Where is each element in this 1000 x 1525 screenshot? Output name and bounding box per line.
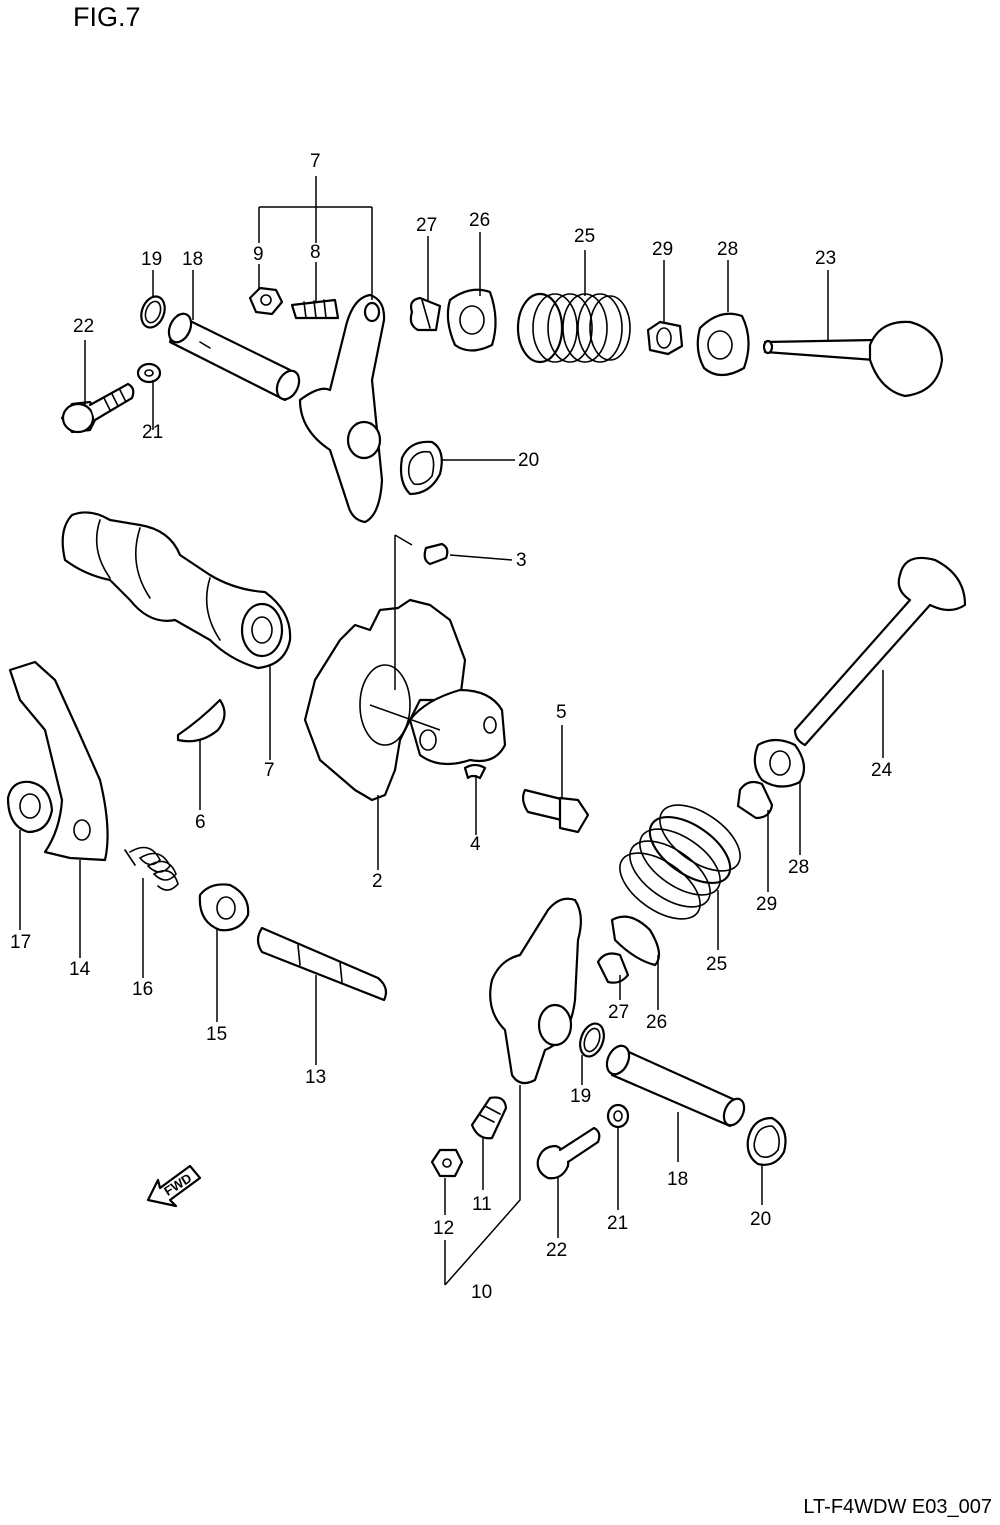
callout-28-top: 28 <box>717 239 738 260</box>
callout-16: 16 <box>132 979 153 1000</box>
callout-15: 15 <box>206 1024 227 1045</box>
fwd-arrow-icon: FWD <box>146 1164 202 1208</box>
decomp-shaft-13 <box>256 926 388 1002</box>
callout-3: 3 <box>516 550 527 571</box>
spring-16 <box>124 846 179 891</box>
callout-11: 11 <box>472 1194 492 1215</box>
washer-21-top <box>136 362 162 384</box>
callout-22-bottom: 22 <box>546 1240 567 1261</box>
rocker-arm-10 <box>489 897 582 1085</box>
cotter-27-top <box>409 296 442 332</box>
sprocket-plate <box>408 688 507 766</box>
callout-20-bottom: 20 <box>750 1209 771 1230</box>
callout-27-bottom: 27 <box>608 1002 629 1023</box>
camshaft-7 <box>61 511 292 670</box>
callout-19-top: 19 <box>141 249 162 270</box>
callout-labels: 7 9 8 19 18 22 21 27 26 25 29 28 23 20 3… <box>10 151 893 1303</box>
callout-21-top: 21 <box>142 422 163 443</box>
rocker-arm-7-top <box>298 293 386 524</box>
callout-13: 13 <box>305 1067 326 1088</box>
callout-14: 14 <box>69 959 91 980</box>
nut-17 <box>6 780 54 834</box>
callout-18-top: 18 <box>182 249 203 270</box>
bolt-22-top <box>60 382 135 434</box>
valve-23 <box>762 320 944 398</box>
callout-24: 24 <box>871 760 893 781</box>
rocker-shaft-18-top <box>167 312 301 402</box>
callout-10: 10 <box>471 1282 492 1303</box>
callout-29-bottom: 29 <box>756 894 777 915</box>
callout-12: 12 <box>433 1218 454 1239</box>
valve-seal-29-top <box>646 320 684 356</box>
callout-21-bottom: 21 <box>607 1213 628 1234</box>
spring-seat-28-bottom <box>753 738 806 788</box>
bushing-15 <box>198 883 250 932</box>
pin-3 <box>423 542 449 566</box>
cotter-27-bottom <box>596 952 630 984</box>
callout-20-top: 20 <box>518 450 539 471</box>
nut-9 <box>248 286 284 316</box>
valve-24 <box>793 556 967 747</box>
callout-19-bottom: 19 <box>570 1086 591 1107</box>
callout-2: 2 <box>372 871 383 892</box>
valve-spring-25-top <box>516 292 631 364</box>
washer-21-bottom <box>606 1103 630 1129</box>
callout-26-bottom: 26 <box>646 1012 667 1033</box>
clip-4 <box>463 763 487 780</box>
leader-lines <box>19 176 884 1286</box>
callout-6: 6 <box>195 812 206 833</box>
o-ring-19-bottom <box>579 1022 605 1058</box>
callout-18-bottom: 18 <box>667 1169 688 1190</box>
callout-25-bottom: 25 <box>706 954 727 975</box>
retainer-26-bottom <box>610 915 661 967</box>
valve-spring-25-bottom <box>619 804 741 920</box>
callout-26-top: 26 <box>469 210 490 231</box>
callout-27-top: 27 <box>416 215 437 236</box>
retainer-26-top <box>446 288 497 352</box>
diagram-code: LT-F4WDW E03_007 <box>803 1496 992 1518</box>
circlip-6 <box>176 698 226 743</box>
callout-25-top: 25 <box>574 226 595 247</box>
callout-4: 4 <box>470 834 481 855</box>
rocker-shaft-18-bottom <box>605 1044 746 1128</box>
callout-23: 23 <box>815 248 836 269</box>
callout-28-bottom: 28 <box>788 857 809 878</box>
adjust-screw-8 <box>290 298 340 320</box>
gasket-20-top <box>399 440 443 496</box>
callout-9: 9 <box>253 244 264 265</box>
nut-12 <box>430 1148 464 1178</box>
callout-5: 5 <box>556 702 567 723</box>
gasket-20-bottom <box>746 1116 787 1166</box>
callout-7-cam: 7 <box>264 760 275 781</box>
callout-8: 8 <box>310 242 321 263</box>
spring-seat-28-top <box>696 312 750 377</box>
adjust-screw-11 <box>470 1096 508 1140</box>
figure-title: FIG.7 <box>73 2 141 32</box>
decomp-lever-14 <box>8 660 109 862</box>
o-ring-19-top <box>140 295 166 329</box>
callout-7-top: 7 <box>310 151 321 172</box>
bolt-22-bottom <box>536 1126 601 1180</box>
callout-29-top: 29 <box>652 239 673 260</box>
bolt-5 <box>521 788 590 834</box>
callout-17: 17 <box>10 932 31 953</box>
callout-22-top: 22 <box>73 316 94 337</box>
valve-seal-29-bottom <box>736 780 774 820</box>
